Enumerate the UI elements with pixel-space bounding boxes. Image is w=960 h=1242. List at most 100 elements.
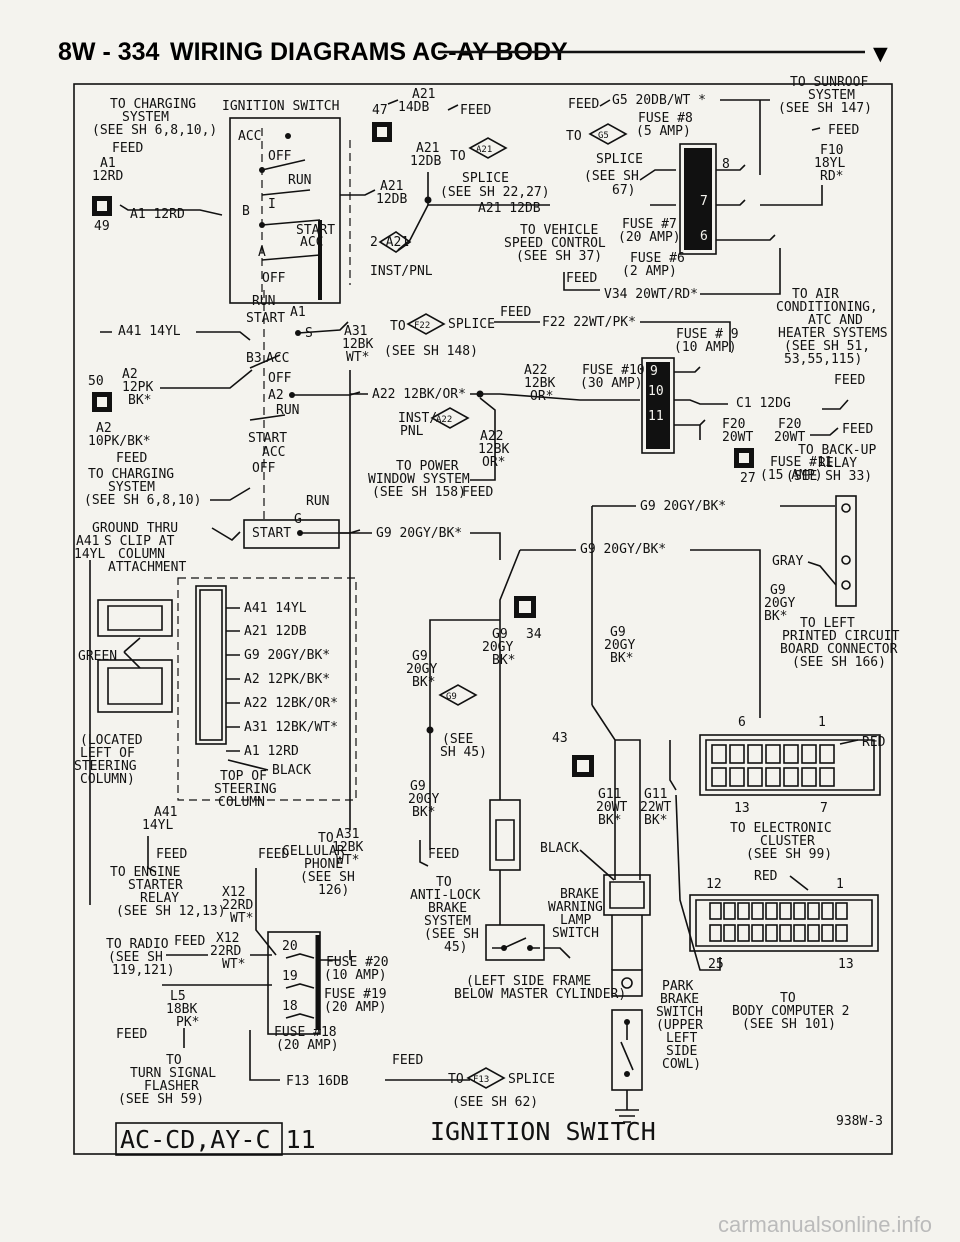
svg-text:BK*: BK* — [128, 393, 151, 408]
svg-text:(SEE SH 101): (SEE SH 101) — [742, 1017, 836, 1032]
svg-text:13: 13 — [838, 957, 854, 972]
svg-text:RED: RED — [754, 869, 778, 884]
svg-text:GROUND THRU: GROUND THRU — [92, 521, 178, 536]
svg-text:OFF: OFF — [268, 149, 292, 164]
diagram-frame — [73, 83, 893, 1155]
svg-text:G9 20GY/BK*: G9 20GY/BK* — [376, 526, 462, 541]
svg-text:FEED: FEED — [116, 451, 147, 466]
svg-text:(SEE SH: (SEE SH — [108, 950, 163, 965]
svg-text:G9: G9 — [770, 583, 786, 598]
svg-text:G5 20DB/WT *: G5 20DB/WT * — [612, 93, 706, 108]
svg-text:(30 AMP): (30 AMP) — [580, 376, 643, 391]
svg-text:RUN: RUN — [276, 403, 299, 418]
ignition-switch-label: IGNITION SWITCH — [222, 99, 339, 114]
svg-text:49: 49 — [94, 219, 110, 234]
svg-text:PNL: PNL — [400, 424, 424, 439]
svg-text:(SEE SH: (SEE SH — [300, 870, 355, 885]
svg-text:G9: G9 — [610, 625, 626, 640]
svg-text:C1 12DG: C1 12DG — [736, 396, 791, 411]
svg-text:TO CHARGING: TO CHARGING — [110, 97, 196, 112]
svg-text:BOARD CONNECTOR: BOARD CONNECTOR — [780, 642, 898, 657]
svg-text:20GY: 20GY — [408, 792, 439, 807]
svg-text:SPLICE: SPLICE — [448, 317, 495, 332]
svg-text:SPLICE: SPLICE — [462, 171, 509, 186]
svg-text:RELAY: RELAY — [140, 891, 179, 906]
svg-text:SPEED CONTROL: SPEED CONTROL — [504, 236, 606, 251]
svg-text:L5: L5 — [170, 989, 186, 1004]
svg-text:START: START — [248, 431, 287, 446]
svg-text:9: 9 — [650, 364, 658, 379]
svg-text:G5: G5 — [598, 131, 609, 141]
svg-text:A21: A21 — [412, 87, 435, 102]
svg-text:(SEE: (SEE — [442, 732, 473, 747]
svg-text:SYSTEM: SYSTEM — [808, 88, 855, 103]
svg-text:FEED: FEED — [116, 1027, 147, 1042]
svg-text:COWL): COWL) — [662, 1057, 701, 1072]
svg-text:BRAKE: BRAKE — [428, 901, 467, 916]
svg-text:TO: TO — [780, 991, 796, 1006]
svg-text:WARNING: WARNING — [548, 900, 603, 915]
svg-text:A41 14YL: A41 14YL — [244, 601, 307, 616]
svg-text:BELOW MASTER CYLINDER): BELOW MASTER CYLINDER) — [454, 987, 626, 1002]
svg-text:(SEE SH: (SEE SH — [584, 169, 639, 184]
svg-text:G11: G11 — [644, 787, 667, 802]
svg-text:20GY: 20GY — [604, 638, 635, 653]
svg-text:G9 20GY/BK*: G9 20GY/BK* — [580, 542, 666, 557]
svg-text:A22: A22 — [524, 363, 547, 378]
svg-text:G9 20GY/BK*: G9 20GY/BK* — [640, 499, 726, 514]
svg-text:50: 50 — [88, 374, 104, 389]
svg-text:BK*: BK* — [412, 675, 435, 690]
svg-text:A41: A41 — [154, 805, 177, 820]
svg-text:LEFT: LEFT — [666, 1031, 697, 1046]
g9-ground-trunk: G9 20GY/BK* G9 20GY/BK* G9 20GY/BK* GRAY… — [340, 495, 900, 880]
svg-text:14YL: 14YL — [142, 818, 173, 833]
svg-text:A2 12PK/BK*: A2 12PK/BK* — [244, 672, 330, 687]
svg-text:(LEFT SIDE FRAME: (LEFT SIDE FRAME — [466, 974, 591, 989]
svg-text:I: I — [268, 197, 276, 212]
svg-text:B: B — [242, 204, 250, 219]
svg-text:FEED: FEED — [834, 373, 865, 388]
svg-text:TO ENGINE: TO ENGINE — [110, 865, 180, 880]
svg-text:G11: G11 — [598, 787, 621, 802]
svg-text:A22: A22 — [436, 415, 452, 425]
svg-text:TO: TO — [318, 831, 334, 846]
svg-text:OR*: OR* — [530, 389, 553, 404]
svg-text:A1: A1 — [290, 305, 306, 320]
svg-text:(20 AMP): (20 AMP) — [324, 1000, 387, 1015]
svg-text:V34 20WT/RD*: V34 20WT/RD* — [604, 287, 698, 302]
svg-text:(SEE SH 99): (SEE SH 99) — [746, 847, 832, 862]
svg-text:18BK: 18BK — [166, 1002, 197, 1017]
svg-text:ACC: ACC — [262, 445, 285, 460]
fuse-block-upper: FEED G5 20DB/WT * FUSE #8 (5 AMP) TO G5 … — [504, 75, 872, 302]
bottom-left-feeds: FEED TO ENGINE STARTER RELAY (SEE SH 12,… — [106, 831, 355, 1107]
svg-text:A21: A21 — [416, 141, 439, 156]
svg-text:SYSTEM: SYSTEM — [424, 914, 471, 929]
svg-text:(5 AMP): (5 AMP) — [636, 124, 691, 139]
svg-text:10PK/BK*: 10PK/BK* — [88, 434, 151, 449]
svg-text:S: S — [305, 326, 313, 341]
svg-text:COLUMN): COLUMN) — [80, 772, 135, 787]
ignition-switch-body: ACC OFF RUN B I START ACC A OFF A21 12DB — [229, 117, 407, 304]
svg-text:FUSE #10: FUSE #10 — [582, 363, 645, 378]
svg-text:G9: G9 — [492, 627, 508, 642]
svg-text:TO: TO — [390, 319, 406, 334]
svg-text:53,55,115): 53,55,115) — [784, 352, 862, 367]
svg-text:8: 8 — [722, 157, 730, 172]
svg-text:BK*: BK* — [598, 813, 621, 828]
svg-text:A21 12DB: A21 12DB — [478, 201, 541, 216]
ignition-switch-contacts: RUN START A1 S B3 ACC OFF A2 RUN START A… — [243, 290, 361, 549]
svg-text:PRINTED CIRCUIT: PRINTED CIRCUIT — [782, 629, 900, 644]
svg-text:12BK: 12BK — [478, 442, 509, 457]
svg-text:FEED: FEED — [462, 485, 493, 500]
svg-text:FUSE #19: FUSE #19 — [324, 987, 387, 1002]
svg-text:STARTER: STARTER — [128, 878, 183, 893]
charging-system-block: TO CHARGING SYSTEM (SEE SH 6,8,10,) FEED… — [92, 97, 223, 234]
svg-text:FEED: FEED — [428, 847, 459, 862]
svg-text:F13 16DB: F13 16DB — [286, 1074, 349, 1089]
svg-text:(SEE SH 147): (SEE SH 147) — [778, 101, 872, 116]
svg-text:FUSE #8: FUSE #8 — [638, 111, 693, 126]
svg-text:G9: G9 — [412, 649, 428, 664]
svg-text:A22 12BK/OR*: A22 12BK/OR* — [244, 696, 338, 711]
svg-text:(SEE SH 51,: (SEE SH 51, — [784, 339, 870, 354]
